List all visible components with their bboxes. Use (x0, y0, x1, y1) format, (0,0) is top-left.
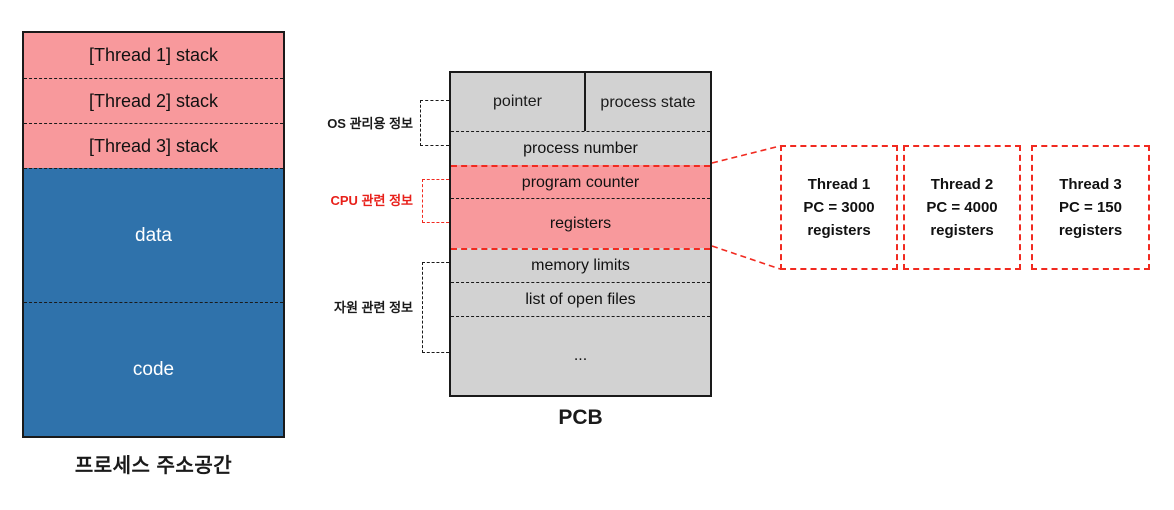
code-segment: code (24, 302, 283, 436)
pcb-pointer-label: pointer (493, 93, 542, 110)
thread3-pc: PC = 150 (1059, 199, 1122, 216)
pcb-top-row: pointer process state (451, 73, 710, 131)
thread1-pc: PC = 3000 (803, 199, 875, 216)
resource-info-bracket (422, 262, 449, 353)
pcb-ellipsis-label: ... (573, 347, 588, 364)
thread2-detail-box: Thread 2 PC = 4000 registers (903, 145, 1021, 270)
thread1-stack-label: [Thread 1] stack (88, 45, 219, 65)
data-segment-label: data (135, 224, 172, 246)
pcb-open-files-row: list of open files (451, 282, 710, 316)
thread1-detail-box: Thread 1 PC = 3000 registers (780, 145, 898, 270)
funnel-line-bottom (711, 245, 781, 270)
funnel-line-top (711, 145, 781, 164)
thread1-registers: registers (807, 222, 871, 239)
pcb-process-number-row: process number (451, 131, 710, 165)
thread3-stack-label: [Thread 3] stack (88, 135, 219, 156)
thread2-registers: registers (930, 222, 994, 239)
os-info-bracket (420, 100, 449, 146)
thread2-stack-label: [Thread 2] stack (88, 90, 219, 111)
thread1-name: Thread 1 (807, 176, 871, 193)
pcb-memory-limits-label: memory limits (531, 257, 630, 274)
address-space-diagram: [Thread 1] stack [Thread 2] stack [Threa… (22, 31, 285, 438)
thread3-detail-box: Thread 3 PC = 150 registers (1031, 145, 1150, 270)
thread1-stack-row: [Thread 1] stack (24, 33, 283, 78)
pcb-ellipsis-row: ... (451, 316, 710, 395)
data-segment: data (24, 168, 283, 302)
pcb-memory-limits-row: memory limits (451, 248, 710, 282)
address-space-title: 프로세스 주소공간 (74, 455, 233, 477)
resource-info-label: 자원 관련 정보 (334, 300, 413, 315)
pcb-program-counter-label: program counter (521, 173, 640, 191)
pcb-program-counter-row: program counter (451, 165, 710, 198)
cpu-info-bracket (422, 179, 449, 223)
pcb-registers-row: registers (451, 198, 710, 248)
pcb-process-state-cell: process state (584, 73, 710, 131)
pcb-registers-label: registers (549, 214, 612, 232)
pcb-diagram: pointer process state process number pro… (449, 71, 712, 397)
cpu-info-label: CPU 관련 정보 (330, 193, 413, 208)
thread2-pc: PC = 4000 (926, 199, 998, 216)
thread3-name: Thread 3 (1059, 176, 1122, 193)
pcb-title: PCB (558, 406, 603, 429)
code-segment-label: code (132, 358, 175, 380)
thread3-stack-row: [Thread 3] stack (24, 123, 283, 168)
thread2-stack-row: [Thread 2] stack (24, 78, 283, 123)
thread2-name: Thread 2 (930, 176, 994, 193)
os-info-label: OS 관리용 정보 (327, 116, 413, 131)
pcb-pointer-cell: pointer (451, 73, 584, 131)
pcb-process-number-label: process number (523, 139, 638, 157)
pcb-process-state-label: process state (600, 93, 696, 111)
pcb-open-files-label: list of open files (525, 290, 636, 308)
thread3-registers: registers (1058, 222, 1123, 239)
